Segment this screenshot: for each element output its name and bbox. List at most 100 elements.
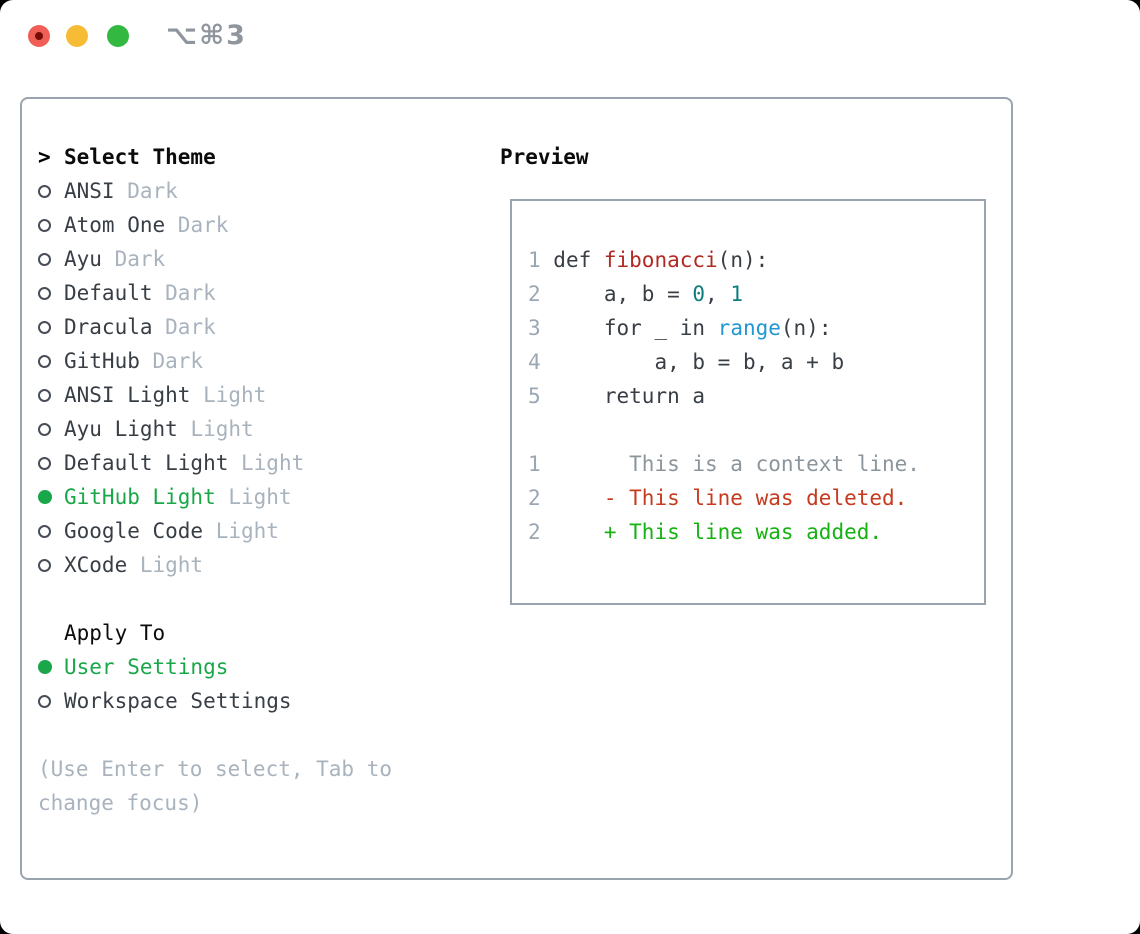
token-code: ,: [705, 282, 731, 306]
option-variant-label: Light: [127, 553, 204, 577]
token-add: + This line was added.: [540, 520, 883, 544]
spacer: [38, 718, 392, 752]
hint-line-2: change focus): [38, 791, 203, 815]
token-code: return a: [540, 384, 706, 408]
minimize-button[interactable]: [66, 25, 88, 47]
token-ln: 5: [528, 384, 541, 408]
option-variant-label: Dark: [152, 315, 216, 339]
option-variant-label: Dark: [152, 281, 216, 305]
option-variant-label: Dark: [114, 179, 178, 203]
radio-marker: [38, 388, 64, 402]
option-label: Dracula: [64, 315, 153, 339]
token-code: for _ in: [540, 316, 718, 340]
preview-line: 1 def fibonacci(n):: [528, 243, 984, 277]
token-code: a, b =: [540, 282, 693, 306]
close-button[interactable]: [28, 25, 50, 47]
theme-option[interactable]: Default Light Light: [38, 446, 392, 480]
token-ln: 2: [528, 520, 541, 544]
token-ln: 2: [528, 486, 541, 510]
option-label: Atom One: [64, 213, 166, 237]
token-ln: 1: [528, 452, 541, 476]
token-del: - This line was deleted.: [540, 486, 908, 510]
option-variant-label: Dark: [101, 247, 166, 271]
preview-blank-line: [528, 413, 984, 447]
radio-icon: [38, 388, 51, 402]
radio-marker: [38, 660, 64, 674]
option-label: ANSI: [64, 179, 115, 203]
preview-line: 2 - This line was deleted.: [528, 481, 984, 515]
radio-marker: [38, 558, 64, 572]
radio-marker: [38, 252, 64, 266]
option-variant-label: Light: [177, 417, 254, 441]
token-ln: 2: [528, 282, 541, 306]
token-ctx: This is a context line.: [540, 452, 920, 476]
option-label: Default: [64, 281, 153, 305]
radio-icon: [38, 286, 51, 300]
option-label: XCode: [64, 553, 128, 577]
theme-option[interactable]: XCode Light: [38, 548, 392, 582]
preview-blank-line: [528, 209, 984, 243]
token-builtin: range: [717, 316, 781, 340]
token-ln: 4: [528, 350, 541, 374]
radio-icon: [38, 456, 51, 470]
token-code: a, b = b, a + b: [540, 350, 845, 374]
option-variant-label: Light: [203, 519, 279, 543]
option-variant-label: Dark: [139, 349, 204, 373]
token-num: 1: [730, 282, 743, 306]
radio-marker: [38, 524, 64, 538]
option-label: Workspace Settings: [64, 689, 292, 713]
apply-to-option[interactable]: Workspace Settings: [38, 684, 392, 718]
select-theme-title: Select Theme: [64, 145, 216, 169]
radio-marker: [38, 286, 64, 300]
preview-line: 2 a, b = 0, 1: [528, 277, 984, 311]
apply-to-header-row: Apply To: [38, 616, 392, 650]
theme-option[interactable]: Ayu Light Light: [38, 412, 392, 446]
radio-marker: [38, 422, 64, 436]
theme-option[interactable]: Atom One Dark: [38, 208, 392, 242]
theme-option[interactable]: GitHub Dark: [38, 344, 392, 378]
theme-option[interactable]: Dracula Dark: [38, 310, 392, 344]
option-variant-label: Light: [228, 451, 305, 475]
option-label: Ayu Light: [64, 417, 178, 441]
radio-icon: [38, 184, 51, 198]
radio-icon: [38, 422, 51, 436]
option-variant-label: Light: [190, 383, 267, 407]
radio-icon: [38, 218, 51, 232]
option-label: Default Light: [64, 451, 229, 475]
token-num: 0: [692, 282, 706, 306]
theme-option[interactable]: GitHub Light Light: [38, 480, 392, 514]
theme-option[interactable]: Default Dark: [38, 276, 392, 310]
radio-marker: [38, 184, 64, 198]
apply-to-option[interactable]: User Settings: [38, 650, 392, 684]
radio-marker: [38, 354, 64, 368]
radio-icon: [38, 694, 51, 708]
option-variant-label: Light: [215, 485, 292, 509]
theme-option[interactable]: ANSI Dark: [38, 174, 392, 208]
token-ln: 3: [528, 316, 541, 340]
hint-line-1: (Use Enter to select, Tab to: [38, 757, 393, 781]
preview-title: Preview: [500, 145, 589, 169]
radio-selected-icon: [38, 490, 52, 504]
option-label: User Settings: [64, 655, 229, 679]
apply-to-title: Apply To: [64, 621, 166, 645]
theme-option[interactable]: Google Code Light: [38, 514, 392, 548]
theme-option[interactable]: Ayu Dark: [38, 242, 392, 276]
radio-marker: [38, 456, 64, 470]
option-variant-label: Dark: [165, 213, 229, 237]
preview-line: 3 for _ in range(n):: [528, 311, 984, 345]
zoom-button[interactable]: [107, 25, 129, 47]
radio-icon: [38, 252, 51, 266]
radio-icon: [38, 524, 51, 538]
radio-marker: [38, 218, 64, 232]
preview-column: Preview 1 def fibonacci(n):2 a, b = 0, 1…: [500, 140, 986, 605]
preview-line: 1 This is a context line.: [528, 447, 984, 481]
close-button-dot: [35, 32, 43, 40]
token-code: (n):: [780, 316, 832, 340]
theme-option[interactable]: ANSI Light Light: [38, 378, 392, 412]
option-label: ANSI Light: [64, 383, 191, 407]
